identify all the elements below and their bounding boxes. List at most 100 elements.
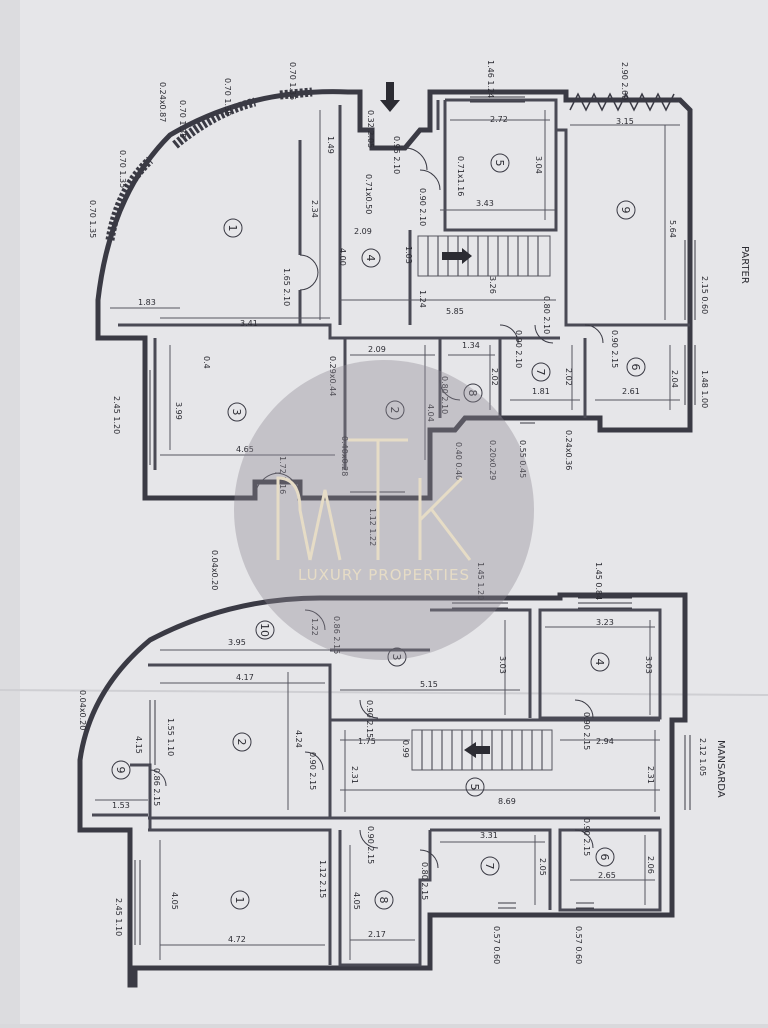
parter-room-number: 4 xyxy=(364,255,377,262)
parter-dimension: 0.4 xyxy=(202,356,211,369)
parter-dimension: 0.70 1.35 xyxy=(223,78,232,116)
mansarda-dimension: 0.90 2.15 xyxy=(366,826,375,864)
mansarda-windows xyxy=(129,597,691,945)
mansarda-dimension: 8.69 xyxy=(498,797,516,806)
parter-dimension: 0.95 2.10 xyxy=(392,136,401,174)
parter-dimension: 0.70 1.35 xyxy=(88,200,97,238)
mansarda-room-number: 8 xyxy=(377,897,390,904)
parter-dimension: 3.26 xyxy=(488,276,497,294)
parter-dimension: 1.12 1.22 xyxy=(368,508,377,546)
parter-dimension: 0.80 2.10 xyxy=(542,296,551,334)
mansarda-dimension: 4.15 xyxy=(134,736,143,754)
parter-room-number: 7 xyxy=(534,369,547,376)
mansarda-dimension: 4.17 xyxy=(236,673,254,682)
mansarda-room-number: 6 xyxy=(598,854,611,861)
mansarda-stair-arrow-icon xyxy=(464,742,490,758)
mansarda-dimension: 4.05 xyxy=(352,892,361,910)
parter-dimension: 2.34 xyxy=(310,200,319,218)
mansarda-room-number: 3 xyxy=(390,654,403,661)
mansarda-room-number: 1 xyxy=(233,897,246,904)
mansarda-dimension: 1.12 2.15 xyxy=(318,860,327,898)
mansarda-dimension: 0.90 2.15 xyxy=(582,712,591,750)
parter-dimension: 0.24x0.87 xyxy=(158,82,167,122)
mansarda-dimension: 1.53 xyxy=(112,801,130,810)
parter-dimension: 0.24x0.36 xyxy=(564,430,573,470)
parter-dimension: 3.15 xyxy=(616,117,634,126)
parter-dimension: 3.04 xyxy=(534,156,543,174)
mansarda-wall-8 xyxy=(338,830,432,967)
parter-dimension: 1.83 xyxy=(138,298,156,307)
parter-dimension: 2.09 xyxy=(368,345,386,354)
parter-dimension: 0.40x0.28 xyxy=(340,436,349,476)
parter-dimension: 0.90 2.10 xyxy=(514,330,523,368)
parter-dimension: 4.00 xyxy=(338,248,347,266)
parter-wall-1 xyxy=(118,323,560,340)
mansarda-dimension: 4.72 xyxy=(228,935,246,944)
parter-dimension: 2.04 xyxy=(670,370,679,388)
mansarda-wall-5 xyxy=(538,608,662,720)
mansarda-dimension: 3.95 xyxy=(228,638,246,647)
mansarda-room-number: 10 xyxy=(258,623,271,637)
parter-room-number: 2 xyxy=(388,407,401,414)
mansarda-wall-9 xyxy=(430,828,552,910)
mansarda-plan: 10 3 4 2 9 5 1 8 7 6 0.04x0.20 1.45 1.20… xyxy=(77,550,726,988)
mansarda-dimension: 4.05 xyxy=(170,892,179,910)
mansarda-dimension: 3.03 xyxy=(498,656,507,674)
mansarda-dimension: 1.75 xyxy=(358,737,376,746)
mansarda-wall-6 xyxy=(430,608,532,718)
mansarda-dimension: 2.31 xyxy=(350,766,359,784)
mansarda-dimension: 2.31 xyxy=(646,766,655,784)
mansarda-wall-7 xyxy=(148,828,332,965)
parter-stairs xyxy=(417,235,551,277)
mansarda-label: MANSARDA xyxy=(715,740,726,798)
mansarda-dimension: 3.31 xyxy=(480,831,498,840)
mansarda-dimension: 2.05 xyxy=(538,858,547,876)
mansarda-wall-1 xyxy=(148,663,332,820)
parter-dimension: 2.90 2.60 xyxy=(620,62,629,100)
parter-label: PARTER xyxy=(739,246,750,284)
mansarda-dimension: 2.65 xyxy=(598,871,616,880)
mansarda-dimension: 0.99 xyxy=(401,740,410,758)
mansarda-dimension: 0.90 2.15 xyxy=(365,700,374,738)
mansarda-dimension: 0.86 2.15 xyxy=(332,616,341,654)
parter-dimension: 1.49 xyxy=(326,136,335,154)
parter-dimension: 0.32 2.05 xyxy=(366,110,375,148)
parter-dimension: 0.71x1.16 xyxy=(456,156,465,196)
parter-dimension: 1.24 xyxy=(418,290,427,308)
parter-dimension: 2.72 xyxy=(490,115,508,124)
parter-zigzag-line xyxy=(569,92,675,112)
parter-dimension: 2.45 1.20 xyxy=(112,396,121,434)
mansarda-dimension: 0.57 0.60 xyxy=(492,926,501,964)
parter-dimension: 0.29x0.44 xyxy=(328,356,337,396)
parter-dimension: 4.04 xyxy=(426,404,435,422)
watermark-tagline: LUXURY PROPERTIES xyxy=(298,566,470,584)
mtk-watermark: LUXURY PROPERTIES xyxy=(234,360,534,660)
mansarda-dimension: 0.90 2.15 xyxy=(582,818,591,856)
parter-wall-7 xyxy=(556,128,690,327)
parter-dimension: 0.90 2.15 xyxy=(610,330,619,368)
parter-entrance-arrow-icon xyxy=(380,82,400,112)
mansarda-outer-wall xyxy=(77,592,688,988)
parter-dimension: 2.02 xyxy=(490,368,499,386)
parter-dimension: 5.85 xyxy=(446,307,464,316)
parter-dimension: 0.70 1.35 xyxy=(288,62,297,100)
parter-dimension: 3.41 xyxy=(240,319,258,328)
parter-stair-arrow-icon xyxy=(442,248,472,264)
mansarda-dimension: 0.80 2.15 xyxy=(420,862,429,900)
parter-room-number: 3 xyxy=(230,409,243,416)
mansarda-dimension: 1.22 xyxy=(310,618,319,636)
mansarda-dimension: 1.45 1.20 xyxy=(476,562,485,600)
parter-room-number: 5 xyxy=(493,160,506,167)
mansarda-dimension: 2.94 xyxy=(596,737,614,746)
mansarda-dimension: 2.06 xyxy=(646,856,655,874)
parter-dimension: 0.40 0.40 xyxy=(454,442,463,480)
parter-dimension: 1.72 2.16 xyxy=(278,456,287,494)
mansarda-door-swings xyxy=(149,609,594,869)
parter-dimension: 1.48 1.00 xyxy=(700,370,709,408)
parter-dimension: 2.61 xyxy=(622,387,640,396)
parter-dimension: 3.99 xyxy=(174,402,183,420)
parter-dimension: 0.20x0.29 xyxy=(488,440,497,480)
parter-dimension: 0.70 1.35 xyxy=(178,100,187,138)
